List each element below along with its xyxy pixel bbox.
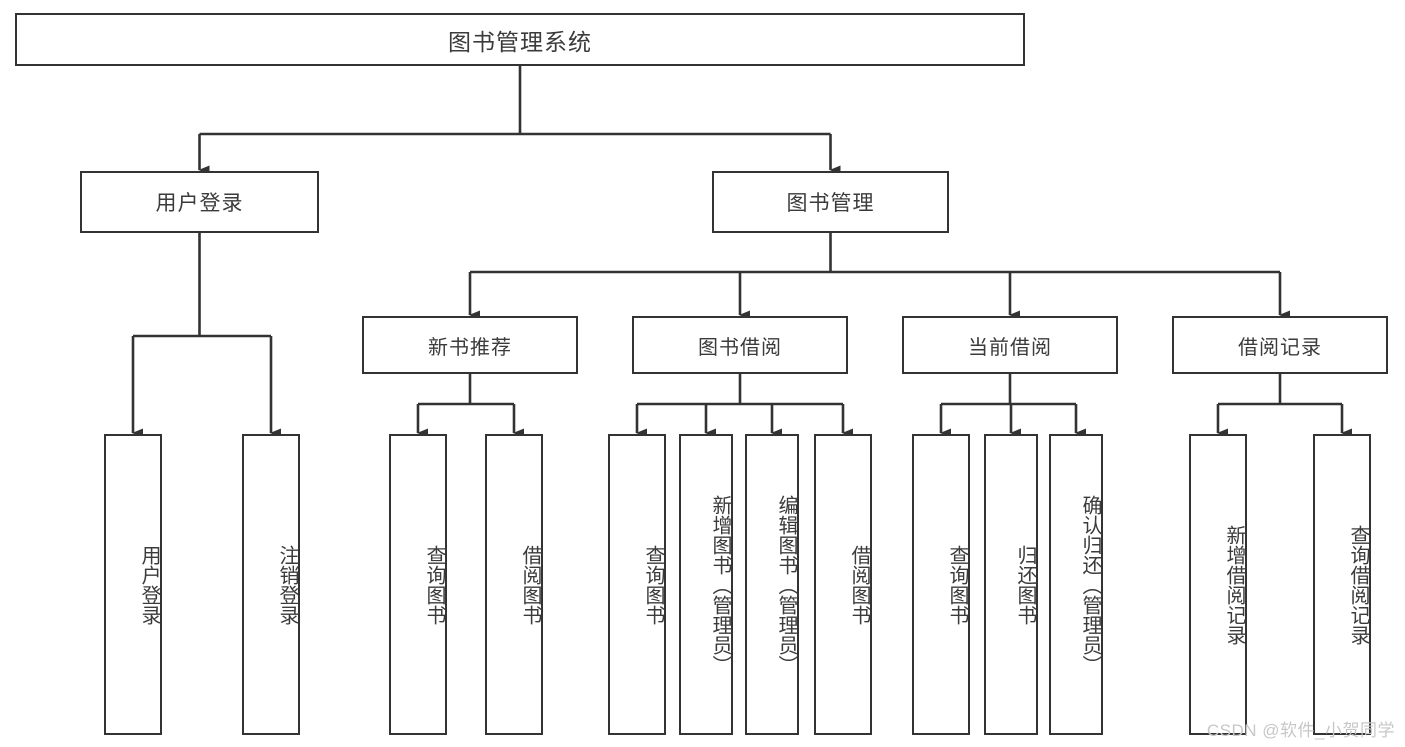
node-leaf-add-book[interactable]: 新增图书（管理员）	[679, 434, 733, 735]
watermark-label: CSDN @软件_小贺同学	[1206, 721, 1395, 740]
node-leaf-confirm-return-label: 确认归还（管理员）	[1079, 494, 1101, 675]
node-leaf-return-book-label: 归还图书	[1014, 544, 1036, 625]
node-root-root[interactable]: 图书管理系统	[15, 13, 1025, 66]
node-leaf-borrow-book-rec-label: 借阅图书	[519, 544, 541, 625]
node-leaf-add-record[interactable]: 新增借阅记录	[1189, 434, 1247, 735]
node-leaf-add-record-label: 新增借阅记录	[1223, 524, 1245, 645]
node-leaf-query-record-label: 查询借阅记录	[1347, 524, 1369, 645]
node-leaf-borrow-book-rec[interactable]: 借阅图书	[485, 434, 543, 735]
node-leaf-edit-book[interactable]: 编辑图书（管理员）	[745, 434, 799, 735]
node-user-login-label: 用户登录	[155, 192, 244, 215]
node-new-book-rec-label: 新书推荐	[428, 336, 512, 359]
node-leaf-query-book-borrow-label: 查询图书	[642, 544, 664, 625]
node-leaf-query-book-rec[interactable]: 查询图书	[389, 434, 447, 735]
node-book-borrow[interactable]: 图书借阅	[632, 316, 848, 374]
node-current-borrow[interactable]: 当前借阅	[902, 316, 1118, 374]
node-leaf-query-book-rec-label: 查询图书	[423, 544, 445, 625]
node-leaf-user-logout-label: 注销登录	[276, 544, 298, 625]
node-book-manage[interactable]: 图书管理	[712, 171, 949, 233]
node-leaf-query-book-cur[interactable]: 查询图书	[912, 434, 970, 735]
node-leaf-user-login-label: 用户登录	[138, 544, 160, 625]
node-book-manage-label: 图书管理	[786, 192, 875, 215]
node-new-book-rec[interactable]: 新书推荐	[362, 316, 578, 374]
node-current-borrow-label: 当前借阅	[968, 336, 1052, 359]
node-leaf-return-book[interactable]: 归还图书	[984, 434, 1038, 735]
node-book-borrow-label: 图书借阅	[698, 336, 782, 359]
node-leaf-borrow-book[interactable]: 借阅图书	[814, 434, 872, 735]
node-leaf-confirm-return[interactable]: 确认归还（管理员）	[1049, 434, 1103, 735]
node-leaf-user-logout[interactable]: 注销登录	[242, 434, 300, 735]
node-borrow-record[interactable]: 借阅记录	[1172, 316, 1388, 374]
node-leaf-edit-book-label: 编辑图书（管理员）	[775, 494, 797, 675]
node-leaf-query-book-borrow[interactable]: 查询图书	[608, 434, 666, 735]
node-root-root-label: 图书管理系统	[448, 28, 592, 55]
node-leaf-add-book-label: 新增图书（管理员）	[709, 494, 731, 675]
node-user-login[interactable]: 用户登录	[80, 171, 319, 233]
node-leaf-user-login[interactable]: 用户登录	[104, 434, 162, 735]
node-leaf-borrow-book-label: 借阅图书	[848, 544, 870, 625]
node-leaf-query-book-cur-label: 查询图书	[946, 544, 968, 625]
node-borrow-record-label: 借阅记录	[1238, 336, 1322, 359]
node-leaf-query-record[interactable]: 查询借阅记录	[1313, 434, 1371, 735]
connector-lines	[131, 66, 1352, 438]
